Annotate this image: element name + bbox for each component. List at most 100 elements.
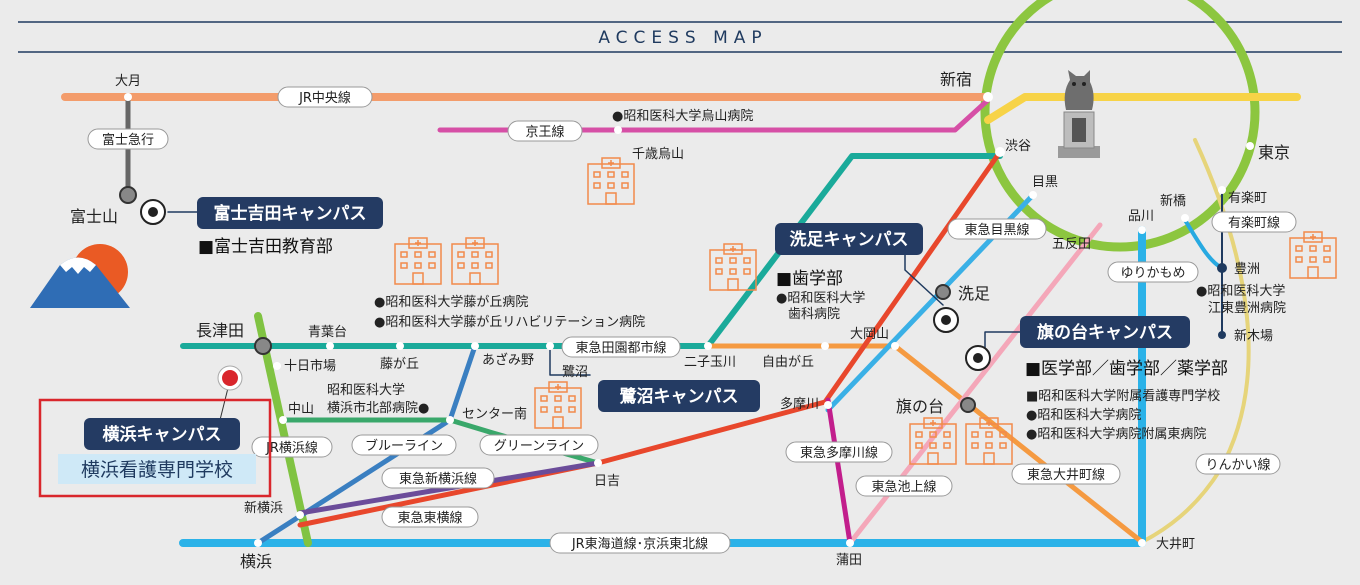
marker-fujiyoshida-dot [148, 207, 158, 217]
station-kamata: 蒲田 [836, 553, 862, 568]
hospital-building-icon [1289, 231, 1337, 279]
station-meguro: 目黒 [1032, 175, 1058, 190]
pill-chuo [277, 86, 373, 108]
station-oimachi: 大井町 [1156, 537, 1195, 552]
station-yurakucho: 有楽町 [1228, 190, 1267, 206]
station-dot-tokaichiba [273, 362, 281, 370]
station-dot-kamata [846, 539, 854, 547]
mountain-icon [30, 257, 130, 308]
pill-fujikyu [87, 128, 169, 150]
mount-fuji-illustration [30, 244, 130, 308]
label-shinyokohama: 東急新横浜線 [399, 471, 477, 487]
station-shinjuku: 新宿 [940, 70, 972, 89]
campus-fujiyoshida-dept: ■富士吉田教育部 [198, 237, 333, 257]
building-icons [394, 157, 1337, 465]
station-nakayama: 中山 [288, 402, 314, 417]
hachiko-statue-icon [1058, 70, 1100, 158]
pill-denentoshi [561, 336, 681, 358]
campus-hatanodai-item-2: ●昭和医科大学病院 [1026, 407, 1141, 423]
label-oimachi: 東急大井町線 [1027, 467, 1105, 483]
station-dot-senzoku [935, 284, 951, 300]
station-dot-saginuma [546, 342, 554, 350]
station-aobadai: 青葉台 [308, 325, 347, 340]
station-dot-oimachi [1138, 539, 1146, 547]
hospital-karasuyama: ●昭和医科大学烏山病院 [612, 108, 753, 124]
campus-yokohama-box [84, 418, 240, 450]
pill-blue [351, 434, 457, 456]
station-dot-hatanodai [960, 397, 976, 413]
hospital-fujigaoka: ●昭和医科大学藤が丘病院 [374, 294, 528, 310]
pill-toyoko [381, 506, 479, 528]
tamagawa-line [825, 397, 853, 546]
marker-senzoku-dot [941, 315, 951, 325]
campus-hatanodai-item-3: ●昭和医科大学病院附属東病院 [1026, 426, 1206, 442]
station-dot-jiyugaoka [821, 342, 829, 350]
label-yurikamome: ゆりかもめ [1120, 266, 1185, 281]
campus-senzoku-hospital-2: 歯科病院 [788, 307, 840, 322]
station-fujigaoka: 藤が丘 [380, 357, 419, 372]
station-names: 大月 富士山 新宿 渋谷 目黒 五反田 品川 新橋 有楽町 東京 豊洲 新木場 … [70, 70, 1290, 571]
label-ikegami: 東急池上線 [871, 479, 936, 495]
station-dot-tamagawa [824, 401, 832, 409]
pill-tokaido [549, 532, 731, 554]
label-blue: ブルーライン [365, 438, 443, 454]
saginuma-leader [549, 349, 591, 376]
pill-oimachi [1011, 463, 1121, 485]
station-dot-shinjuku [983, 92, 993, 102]
campus-yokohama-name: 横浜キャンパス [103, 424, 222, 445]
hospital-labels: ●昭和医科大学烏山病院 ●昭和医科大学藤が丘病院 ●昭和医科大学藤が丘リハビリテ… [327, 108, 1286, 416]
station-otsuki: 大月 [115, 74, 141, 89]
station-chitosekarasuyama: 千歳烏山 [632, 146, 684, 162]
pill-rinkai [1195, 453, 1281, 475]
station-tamagawa: 多摩川 [780, 396, 819, 412]
station-dot-shinkiba [1218, 331, 1226, 339]
station-dot-toyosu [1217, 263, 1227, 273]
hospital-building-icon [587, 157, 635, 205]
map-header: ACCESS MAP [18, 21, 1342, 53]
hospital-building-icon [965, 417, 1013, 465]
hospital-northern-2: 横浜市北部病院● [327, 400, 429, 416]
campus-senzoku-dept: ■歯学部 [776, 269, 843, 289]
pill-yurikamome [1107, 261, 1199, 283]
station-jiyugaoka: 自由が丘 [762, 355, 814, 370]
pill-jr-yokohama [251, 436, 333, 458]
station-dot-aobadai [326, 342, 334, 350]
station-tokyo: 東京 [1258, 143, 1290, 162]
campus-labels: 富士吉田キャンパス ■富士吉田教育部 洗足キャンパス ■歯学部 ●昭和医科大学 … [38, 197, 1228, 498]
label-yurakucho: 有楽町線 [1228, 215, 1280, 231]
campus-markers [140, 199, 991, 391]
station-dot-hiyoshi [594, 459, 602, 467]
station-dot-otsuki [124, 93, 132, 101]
station-centerminami: センター南 [462, 406, 527, 422]
station-shinyokohama: 新横浜 [244, 500, 283, 516]
station-dot-centerminami [446, 416, 454, 424]
pill-ikegami [855, 475, 953, 497]
label-meguro: 東急目黒線 [964, 222, 1029, 238]
marker-hatanodai-dot [973, 353, 983, 363]
pill-green [479, 434, 599, 456]
campus-senzoku-box [775, 223, 923, 255]
station-dot-shinbashi [1181, 214, 1189, 222]
station-dot-meguro [1029, 191, 1037, 199]
label-fujikyu: 富士急行 [102, 132, 154, 148]
label-tamagawa: 東急多摩川線 [800, 445, 878, 461]
station-dots [119, 92, 1254, 547]
station-ookayama: 大岡山 [850, 327, 889, 342]
pill-yurakucho [1211, 211, 1297, 233]
station-hatanodai: 旗の台 [896, 397, 944, 416]
station-nagatsuta: 長津田 [196, 321, 244, 340]
label-denentoshi: 東急田園都市線 [575, 340, 666, 356]
station-hiyoshi: 日吉 [594, 474, 620, 489]
campus-senzoku-hospital-1: ●昭和医科大学 [776, 290, 865, 306]
station-gotanda: 五反田 [1052, 237, 1091, 252]
pill-tamagawa [785, 441, 893, 463]
hospital-building-icon [394, 237, 442, 285]
label-green: グリーンライン [494, 439, 584, 454]
station-dot-azamino [471, 342, 479, 350]
campus-yokohama-school-bg [58, 454, 256, 484]
campus-fujiyoshida-name: 富士吉田キャンパス [214, 203, 367, 224]
label-chuo: JR中央線 [298, 90, 351, 106]
station-dot-yokohama [254, 539, 262, 547]
campus-yokohama-frame [38, 398, 272, 498]
